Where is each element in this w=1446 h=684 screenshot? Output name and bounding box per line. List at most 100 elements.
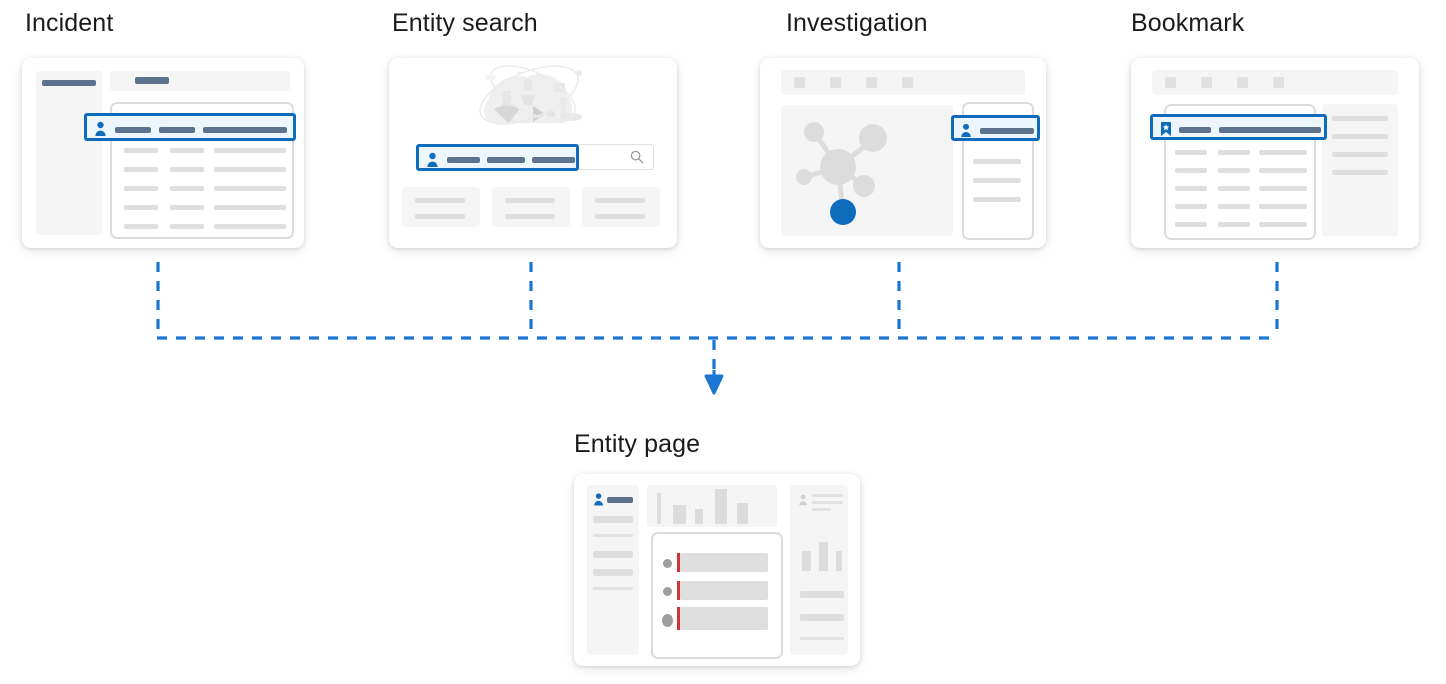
card-title-investigation: Investigation xyxy=(786,9,928,37)
tile-line xyxy=(505,214,555,219)
incident-cell xyxy=(170,167,204,172)
magnifier-icon[interactable] xyxy=(630,150,644,164)
bookmark-cell xyxy=(1175,222,1207,227)
user-icon xyxy=(594,493,603,506)
details-line xyxy=(1332,152,1388,157)
entity-page-left-line xyxy=(593,569,633,576)
tile-line xyxy=(595,198,645,203)
entity-page-left-divider xyxy=(593,534,633,537)
bookmark-row-field xyxy=(1219,127,1321,133)
timeline-severity-marker xyxy=(677,581,680,600)
bookmark-cell xyxy=(1175,168,1207,173)
tile-line xyxy=(505,198,555,203)
incident-cell xyxy=(214,186,286,191)
entity-search-selected-suggestion[interactable] xyxy=(416,144,579,171)
incident-cell xyxy=(214,148,286,153)
entity-page-entity-name xyxy=(607,497,633,503)
side-panel-line xyxy=(973,178,1021,183)
incident-cell xyxy=(124,205,158,210)
bookmark-cell xyxy=(1259,150,1307,155)
toolbar-button-icon[interactable] xyxy=(830,77,841,88)
card-title-bookmark: Bookmark xyxy=(1131,9,1245,37)
side-panel-line xyxy=(973,159,1021,164)
bookmark-selected-row[interactable] xyxy=(1150,114,1327,140)
bookmark-cell xyxy=(1175,150,1207,155)
timeline-bullet xyxy=(663,587,672,596)
incident-row-field xyxy=(203,127,287,133)
mini-bar-chart-icon xyxy=(802,542,842,571)
toolbar-button-icon[interactable] xyxy=(1273,77,1284,88)
side-panel-line xyxy=(973,197,1021,202)
toolbar-button-icon[interactable] xyxy=(794,77,805,88)
insights-block xyxy=(800,614,844,621)
card-title-entity-page: Entity page xyxy=(574,430,701,458)
incident-cell xyxy=(170,186,204,191)
incident-left-nav xyxy=(36,71,102,235)
bookmark-cell xyxy=(1218,150,1250,155)
timeline-bullet xyxy=(662,614,673,627)
entity-page-left-line xyxy=(593,551,633,558)
card-entity-search[interactable] xyxy=(389,58,677,248)
incident-cell xyxy=(124,224,158,229)
toolbar-button-icon[interactable] xyxy=(866,77,877,88)
timeline-item xyxy=(680,607,768,630)
toolbar-button-icon[interactable] xyxy=(1165,77,1176,88)
tile-line xyxy=(415,198,465,203)
bar-chart-icon xyxy=(657,489,748,524)
insights-line xyxy=(812,494,843,497)
incident-row-field xyxy=(159,127,195,133)
entity-search-result-tile[interactable] xyxy=(582,187,660,227)
incident-cell xyxy=(214,205,286,210)
entity-search-result-tile[interactable] xyxy=(402,187,480,227)
toolbar-button-icon[interactable] xyxy=(902,77,913,88)
bookmark-cell xyxy=(1218,168,1250,173)
toolbar-button-icon[interactable] xyxy=(1237,77,1248,88)
timeline-bullet xyxy=(663,559,672,568)
search-illustration-icon xyxy=(479,65,582,125)
timeline-item xyxy=(680,553,768,572)
user-icon xyxy=(799,494,807,506)
user-icon xyxy=(95,121,106,136)
investigation-entity-name xyxy=(980,128,1034,134)
incident-nav-title xyxy=(42,80,96,86)
incident-cell xyxy=(170,224,204,229)
user-icon xyxy=(427,152,438,167)
bookmark-cell xyxy=(1218,222,1250,227)
toolbar-button-icon[interactable] xyxy=(1201,77,1212,88)
bookmark-row-field xyxy=(1179,127,1211,133)
tile-line xyxy=(595,214,645,219)
card-entity-page[interactable] xyxy=(574,474,860,666)
incident-selected-entity-row[interactable] xyxy=(84,113,296,141)
card-title-incident: Incident xyxy=(25,9,114,37)
insights-divider xyxy=(800,637,844,640)
card-investigation[interactable] xyxy=(760,58,1046,248)
investigation-selected-entity[interactable] xyxy=(951,115,1040,141)
bookmark-cell xyxy=(1175,186,1207,191)
bookmark-cell xyxy=(1259,222,1307,227)
bookmark-cell xyxy=(1259,168,1307,173)
insights-block xyxy=(800,591,844,598)
tile-line xyxy=(415,214,465,219)
investigation-graph-icon xyxy=(796,122,887,225)
entity-search-result-tile[interactable] xyxy=(492,187,570,227)
entity-search-term-part xyxy=(532,157,575,163)
bookmark-cell xyxy=(1175,204,1207,209)
insights-line xyxy=(812,508,831,511)
details-line xyxy=(1332,170,1388,175)
card-title-entity-search: Entity search xyxy=(392,9,538,37)
card-incident[interactable] xyxy=(22,58,304,248)
bookmark-cell xyxy=(1218,186,1250,191)
entity-page-left-divider xyxy=(593,587,633,590)
card-bookmark[interactable] xyxy=(1131,58,1419,248)
incident-cell xyxy=(124,167,158,172)
bookmark-cell xyxy=(1218,204,1250,209)
details-line xyxy=(1332,134,1388,139)
insights-line xyxy=(812,501,843,504)
entity-page-left-line xyxy=(593,516,633,523)
bookmark-cell xyxy=(1259,186,1307,191)
incident-row-field xyxy=(115,127,151,133)
entity-search-term-part xyxy=(447,157,480,163)
timeline-severity-marker xyxy=(677,553,680,572)
bookmark-cell xyxy=(1259,204,1307,209)
